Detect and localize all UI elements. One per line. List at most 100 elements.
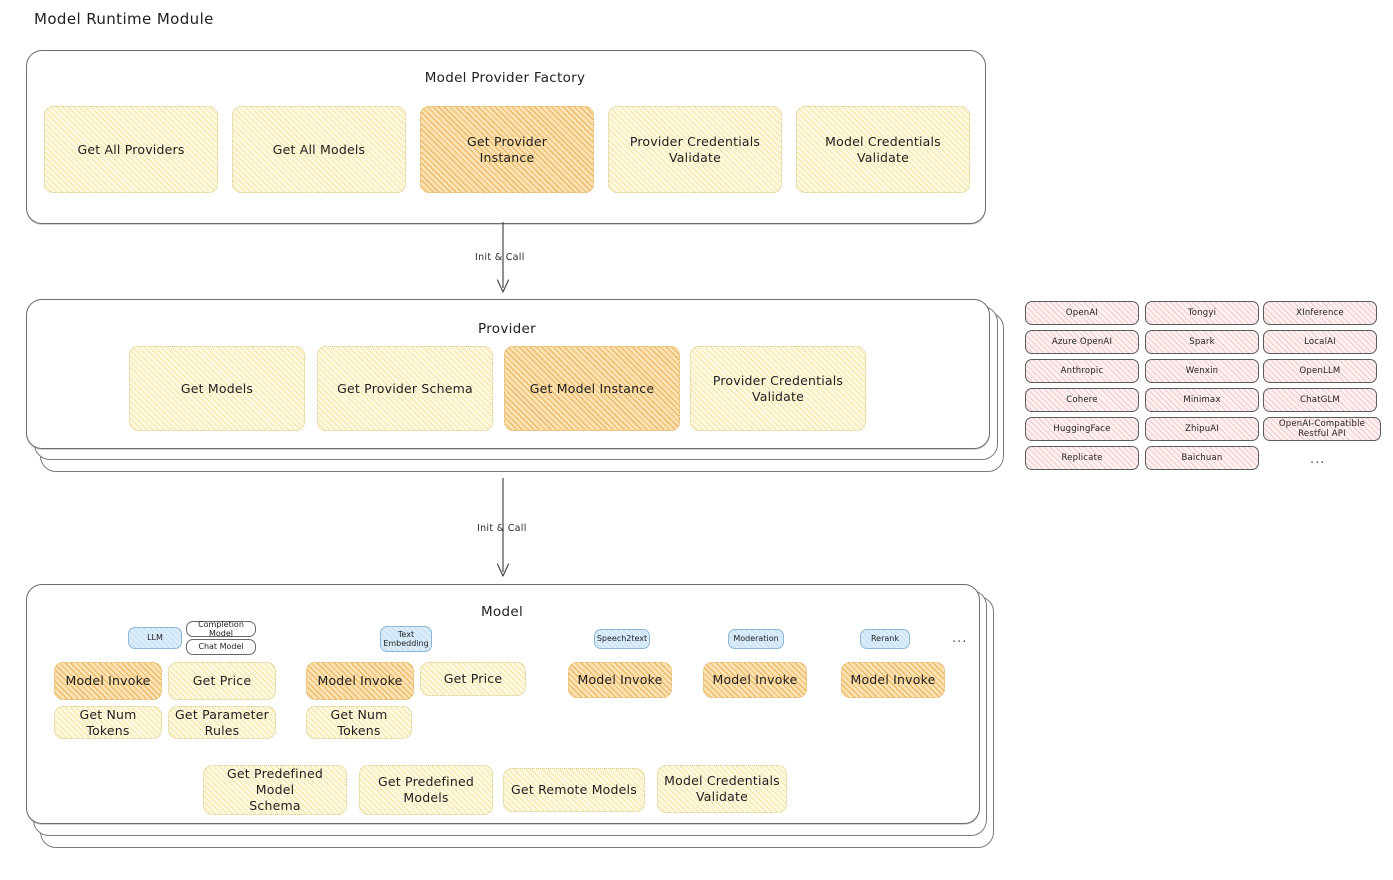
model-sub-badge-chat-model[interactable]: Chat Model	[186, 639, 256, 655]
provider-chip-label: ChatGLM	[1300, 395, 1340, 405]
provider-chip-azure-openai[interactable]: Azure OpenAI	[1025, 330, 1139, 354]
provider-chip-label: Baichuan	[1181, 453, 1223, 463]
factory-card-get-all-providers[interactable]: Get All Providers	[44, 106, 218, 193]
model-sub-badge-label: Completion Model	[198, 619, 244, 638]
arrow-factory-to-provider	[480, 222, 526, 302]
provider-chip-label: Azure OpenAI	[1051, 337, 1113, 347]
model-rerank-card-model-invoke[interactable]: Model Invoke	[841, 662, 945, 698]
model-shared-card-get-remote-models-label: Get Remote Models	[511, 782, 637, 797]
provider-chip-huggingface[interactable]: HuggingFace	[1025, 417, 1139, 441]
model-moderation-card-model-invoke[interactable]: Model Invoke	[703, 662, 807, 698]
model-llm-card-model-invoke[interactable]: Model Invoke	[54, 662, 162, 700]
provider-chip-localai[interactable]: LocalAI	[1263, 330, 1377, 354]
model-llm-card-model-invoke-label: Model Invoke	[65, 673, 151, 688]
model-sub-badge-completion-model[interactable]: Completion Model	[186, 619, 256, 638]
provider-chip-minimax[interactable]: Minimax	[1145, 388, 1259, 412]
provider-chip-label: OpenLLM	[1299, 366, 1341, 376]
model-moderation-card-model-invoke-label: Model Invoke	[712, 672, 798, 687]
model-llm-card-get-price-label: Get Price	[192, 673, 252, 688]
panel-title-provider: Provider	[478, 321, 536, 337]
provider-chip-openai-compatible-restful-api[interactable]: OpenAI-Compatible Restful API	[1263, 417, 1381, 441]
panel-title-model-provider-factory: Model Provider Factory	[424, 70, 586, 86]
factory-card-get-all-models[interactable]: Get All Models	[232, 106, 406, 193]
provider-card-get-models-label: Get Models	[180, 380, 254, 396]
model-type-badge-label: Moderation	[733, 634, 779, 644]
model-sub-badge-label: Chat Model	[198, 642, 244, 652]
model-llm-card-get-num-tokens-label: Get Num Tokens	[79, 706, 137, 738]
provider-chip-label: Spark	[1189, 337, 1215, 347]
model-types-more: ...	[952, 631, 968, 646]
factory-card-get-all-models-label: Get All Models	[272, 141, 366, 157]
provider-chip-anthropic[interactable]: Anthropic	[1025, 359, 1139, 383]
provider-chip-baichuan[interactable]: Baichuan	[1145, 446, 1259, 470]
provider-card-get-model-instance[interactable]: Get Model Instance	[504, 346, 680, 431]
model-type-badge-label: LLM	[147, 633, 163, 643]
provider-chip-label: HuggingFace	[1053, 424, 1111, 434]
model-text-embedding-card-get-num-tokens[interactable]: Get Num Tokens	[306, 706, 412, 739]
provider-chip-wenxin[interactable]: Wenxin	[1145, 359, 1259, 383]
provider-chip-cohere[interactable]: Cohere	[1025, 388, 1139, 412]
page-title: Model Runtime Module	[34, 10, 214, 28]
panel-title-model: Model	[480, 604, 524, 620]
arrow-label-init-call-2: Init & Call	[477, 523, 527, 534]
provider-card-get-provider-schema[interactable]: Get Provider Schema	[317, 346, 493, 431]
model-shared-card-get-remote-models[interactable]: Get Remote Models	[503, 768, 645, 812]
arrow-provider-to-model	[480, 478, 526, 584]
provider-card-get-models[interactable]: Get Models	[129, 346, 305, 431]
provider-chip-tongyi[interactable]: Tongyi	[1145, 301, 1259, 325]
provider-chip-openai[interactable]: OpenAI	[1025, 301, 1139, 325]
provider-chip-label: Cohere	[1066, 395, 1098, 405]
provider-chip-spark[interactable]: Spark	[1145, 330, 1259, 354]
model-type-badge-label: Speech2text	[596, 634, 648, 644]
model-type-badge-moderation[interactable]: Moderation	[728, 629, 784, 649]
arrow-label-init-call-1: Init & Call	[475, 252, 525, 263]
model-speech2text-card-model-invoke[interactable]: Model Invoke	[568, 662, 672, 698]
provider-card-get-provider-schema-label: Get Provider Schema	[337, 380, 473, 396]
model-type-badge-llm[interactable]: LLM	[128, 627, 182, 649]
model-text-embedding-card-get-price[interactable]: Get Price	[420, 662, 526, 696]
provider-chip-xinference[interactable]: XInference	[1263, 301, 1377, 325]
provider-chip-label: Tongyi	[1187, 308, 1217, 318]
provider-chip-openllm[interactable]: OpenLLM	[1263, 359, 1377, 383]
provider-chip-label: OpenAI	[1065, 308, 1099, 318]
provider-chip-label: Minimax	[1183, 395, 1221, 405]
model-text-embedding-card-model-invoke[interactable]: Model Invoke	[306, 662, 414, 700]
model-text-embedding-card-get-price-label: Get Price	[443, 671, 503, 686]
model-text-embedding-card-get-num-tokens-label: Get Num Tokens	[330, 706, 388, 738]
provider-list-more: ...	[1310, 452, 1326, 467]
provider-chip-label: Replicate	[1061, 453, 1103, 463]
model-llm-card-get-price[interactable]: Get Price	[168, 662, 276, 700]
provider-chip-replicate[interactable]: Replicate	[1025, 446, 1139, 470]
provider-chip-label: XInference	[1296, 308, 1344, 318]
provider-chip-chatglm[interactable]: ChatGLM	[1263, 388, 1377, 412]
provider-chip-zhipuai[interactable]: ZhipuAI	[1145, 417, 1259, 441]
model-text-embedding-card-model-invoke-label: Model Invoke	[317, 673, 403, 688]
provider-chip-label: Anthropic	[1060, 366, 1104, 376]
provider-card-get-model-instance-label: Get Model Instance	[529, 380, 655, 396]
provider-chip-label: ZhipuAI	[1184, 424, 1220, 434]
model-type-badge-rerank[interactable]: Rerank	[860, 629, 910, 649]
model-llm-card-get-num-tokens[interactable]: Get Num Tokens	[54, 706, 162, 739]
provider-chip-label: OpenAI-Compatible Restful API	[1278, 419, 1366, 439]
provider-chip-label: Wenxin	[1185, 366, 1219, 376]
model-type-badge-speech2text[interactable]: Speech2text	[594, 629, 650, 649]
